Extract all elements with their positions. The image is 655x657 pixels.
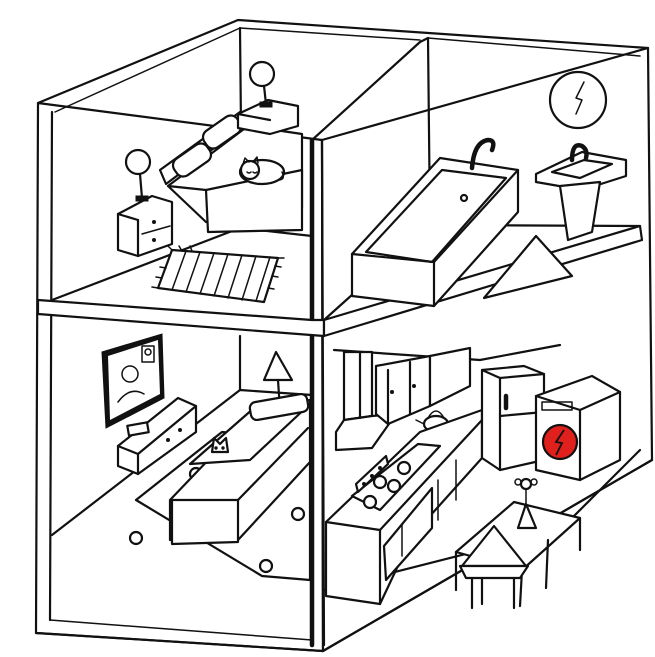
nightstand-right xyxy=(236,98,300,136)
inner-top-edge-left xyxy=(54,27,421,113)
base-inner-edge xyxy=(49,619,313,641)
chair xyxy=(458,524,530,610)
lightning-icon xyxy=(575,81,585,115)
lamp-right xyxy=(248,60,276,108)
kitchen xyxy=(324,346,622,610)
washing-machine xyxy=(534,374,622,482)
tv-stand xyxy=(116,396,198,476)
nightstand-left-edge xyxy=(116,212,140,222)
nightstand-left xyxy=(116,194,174,258)
mirror xyxy=(548,70,608,130)
flower-vase xyxy=(514,477,538,530)
living-room xyxy=(101,333,312,582)
sofa xyxy=(168,392,312,546)
bath-mat xyxy=(482,234,574,300)
sleeping-cat xyxy=(238,156,286,186)
lightning-icon xyxy=(554,429,565,456)
bed-edge xyxy=(166,184,208,192)
top-edge xyxy=(36,18,650,105)
left-inner-edge xyxy=(48,110,54,622)
front-divider-edge xyxy=(320,138,326,647)
nightstand-right-edge xyxy=(236,112,272,122)
pillow-1 xyxy=(171,142,213,178)
fridge xyxy=(480,364,546,472)
upper-cabinets xyxy=(374,346,472,426)
bedroom xyxy=(116,60,304,304)
stove-counter xyxy=(324,408,484,606)
bathtub xyxy=(350,137,520,308)
top-room-divider xyxy=(310,36,430,142)
bedroom-rug xyxy=(151,245,285,304)
sink xyxy=(534,143,628,242)
lamp-left xyxy=(124,148,152,202)
bathroom xyxy=(350,70,628,308)
nightstand-left-drawer xyxy=(141,225,171,235)
person-icon xyxy=(121,365,139,383)
tv xyxy=(101,333,165,429)
kitchen-back-edge xyxy=(332,343,562,362)
person-small-icon xyxy=(141,345,155,363)
inner-top-edge-right xyxy=(427,37,641,57)
